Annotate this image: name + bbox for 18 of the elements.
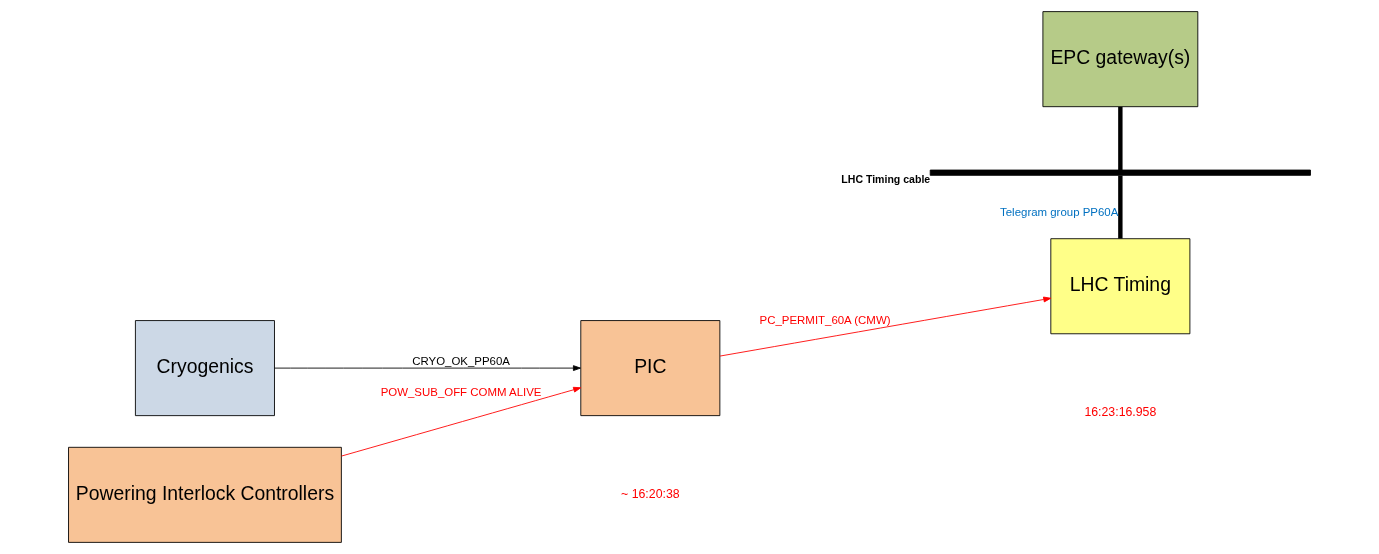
node-box: Powering Interlock Controllers	[68, 446, 342, 543]
node-box: LHC Timing	[1050, 238, 1191, 335]
edge-label: PC_PERMIT_60A (CMW)	[759, 314, 891, 327]
node-box: Cryogenics	[135, 320, 275, 417]
arrow	[341, 386, 582, 457]
node-box: PIC	[580, 320, 721, 417]
node-label: LHC Timing cable	[841, 172, 931, 185]
node-bar	[929, 169, 1311, 176]
arrow	[719, 296, 1052, 357]
node-box: EPC gateway(s)	[1042, 11, 1199, 108]
connector	[1118, 106, 1123, 171]
edge-label: POW_SUB_OFF COMM ALIVE	[380, 385, 542, 398]
edge-label: CRYO_OK_PP60A	[412, 354, 510, 367]
arrow	[274, 365, 581, 371]
connector	[1118, 175, 1123, 239]
label: 16:23:16.958	[1084, 405, 1157, 420]
edge-label: Telegram group PP60A	[1000, 206, 1119, 219]
label: ~ 16:20:38	[621, 487, 680, 502]
